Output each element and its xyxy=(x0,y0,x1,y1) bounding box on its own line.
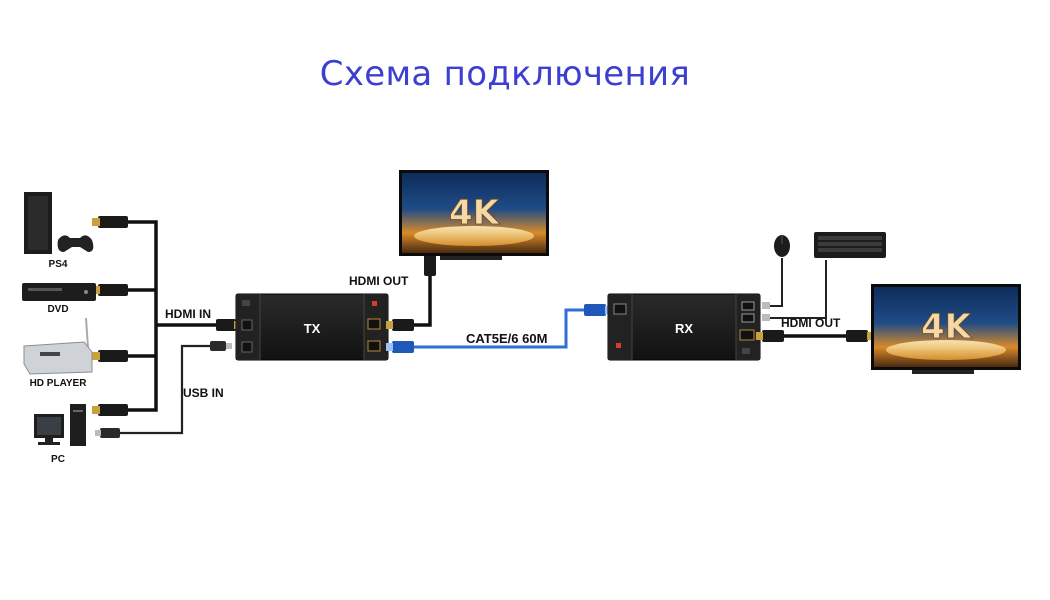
keyboard-icon xyxy=(814,232,886,258)
tx-hdmi-out-label: HDMI OUT xyxy=(349,274,409,288)
receiver-box xyxy=(607,293,761,361)
rx-hdmi-out-label: HDMI OUT xyxy=(781,316,841,330)
dvd-player-icon xyxy=(22,283,96,301)
pc-icon xyxy=(34,404,86,446)
source-label-ps4: PS4 xyxy=(48,259,68,270)
tv-top-4k-badge: 4K xyxy=(449,193,501,233)
diagram-title: Схема подключения xyxy=(319,54,691,94)
usb-in-label: USB IN xyxy=(183,386,224,400)
tv-display-right xyxy=(871,284,1021,374)
ps4-console-icon xyxy=(24,192,94,254)
hdmi-bus-cables xyxy=(128,220,228,412)
cable-spec-label: CAT5E/6 60M xyxy=(466,331,548,346)
source-label-hd-player: HD PLAYER xyxy=(29,378,87,389)
tv-right-4k-badge: 4K xyxy=(921,307,973,347)
rx-label: RX xyxy=(675,321,693,336)
source-label-pc: PC xyxy=(51,454,65,465)
hd-player-icon xyxy=(23,317,93,375)
rx-output-cables xyxy=(756,258,874,342)
tx-label: TX xyxy=(304,321,321,336)
transmitter-box xyxy=(235,293,389,361)
tv-display-top xyxy=(399,170,549,260)
mouse-icon xyxy=(774,235,790,257)
source-label-dvd: DVD xyxy=(47,304,69,315)
usb-cable xyxy=(118,344,222,435)
tx-hdmi-out-cable xyxy=(386,246,436,331)
hdmi-plugs-sources xyxy=(92,216,128,438)
hdmi-in-label: HDMI IN xyxy=(165,307,211,321)
